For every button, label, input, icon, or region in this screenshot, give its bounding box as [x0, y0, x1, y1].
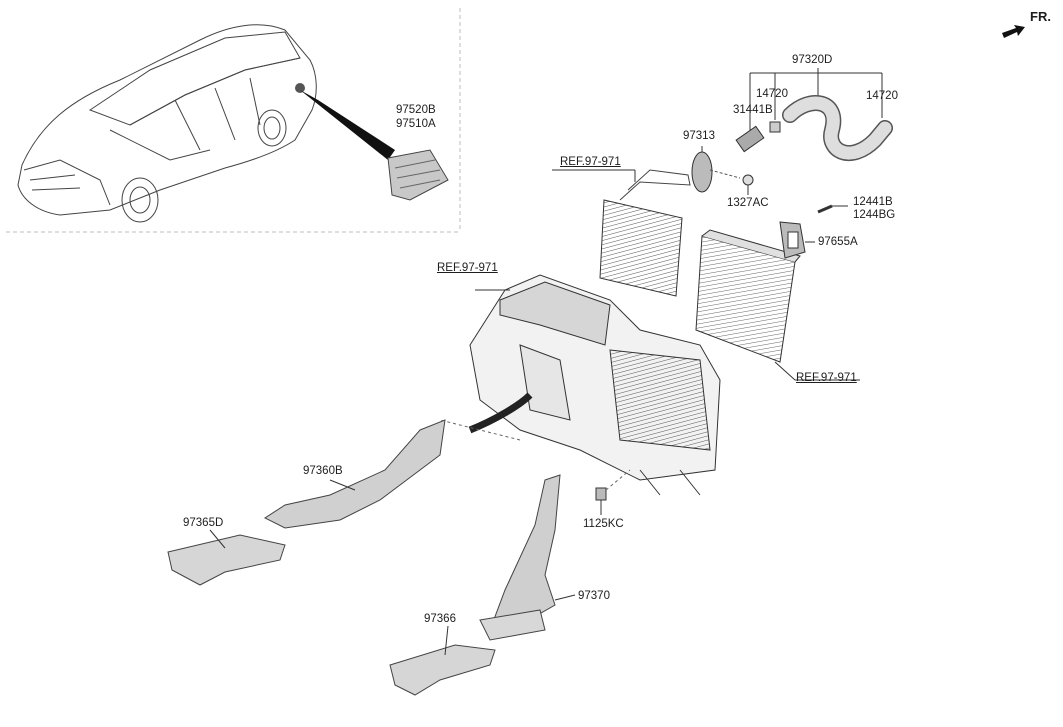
part-label-1125KC: 1125KC: [583, 518, 624, 530]
part-label-97320D: 97320D: [792, 54, 833, 66]
duct-97370: [479, 474, 561, 641]
reference-evaporator: REF.97-971: [796, 372, 857, 384]
front-arrow-icon: [1002, 25, 1025, 38]
screw-12441B: [817, 204, 848, 214]
fitting-31441B: [735, 121, 781, 153]
clip-1327AC: [709, 169, 754, 195]
vehicle-inset-frame: [6, 8, 461, 233]
part-label-1244BG: 1244BG: [853, 209, 896, 221]
gasket-97655A: [779, 221, 806, 259]
duct-97366: [389, 644, 496, 696]
part-label-97366: 97366: [424, 613, 456, 625]
duct-97365D: [167, 534, 286, 586]
evaporator-core: [695, 229, 801, 363]
bolt-1125KC: [595, 469, 631, 515]
inset-pointer: [300, 90, 395, 160]
part-label-97370: 97370: [578, 590, 610, 602]
part-label-97365D: 97365D: [183, 517, 224, 529]
part-label-97360B: 97360B: [303, 465, 343, 477]
part-label-97520B: 97520B: [396, 104, 436, 116]
front-marker: FR.: [1030, 9, 1051, 24]
part-label-14720-left: 14720: [756, 88, 788, 100]
leader-lines: [209, 479, 576, 656]
part-label-14720-right: 14720: [866, 90, 898, 102]
hvac-case: [469, 274, 721, 496]
part-label-97313: 97313: [683, 130, 715, 142]
part-label-12441B: 12441B: [853, 196, 893, 208]
part-label-1327AC: 1327AC: [727, 197, 769, 209]
wiring-harness: [468, 392, 533, 434]
reference-heater-core: REF.97-971: [560, 156, 621, 168]
heater-core: [599, 169, 691, 297]
part-label-97655A: 97655A: [818, 236, 858, 248]
part-label-31441B: 31441B: [733, 104, 773, 116]
duct-97360B: [263, 419, 446, 529]
part-label-97510A: 97510A: [396, 118, 436, 130]
module-97520B: [387, 149, 449, 201]
reference-hvac-case: REF.97-971: [437, 262, 498, 274]
vehicle-illustration: [17, 24, 317, 223]
grommet-97313: [691, 146, 713, 193]
bracket-97320D: [749, 68, 883, 135]
